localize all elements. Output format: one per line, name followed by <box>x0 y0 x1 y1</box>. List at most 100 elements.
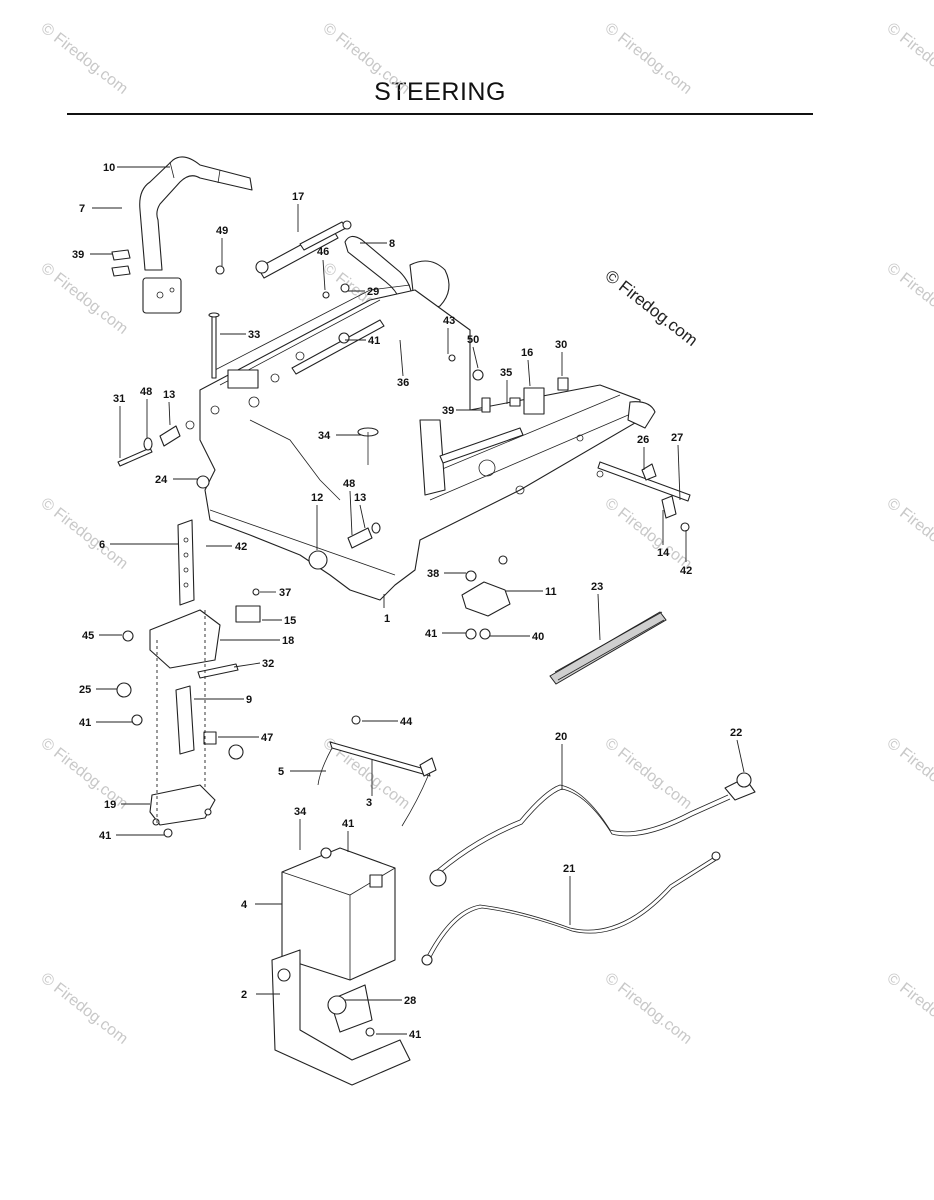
callout-label: 37 <box>279 587 291 599</box>
page-title: STEERING <box>374 78 506 106</box>
callout-label: 2 <box>241 989 247 1001</box>
callout-label: 40 <box>532 631 544 643</box>
callout-label: 42 <box>235 541 247 553</box>
callout-label: 50 <box>467 334 479 346</box>
cable-21 <box>421 851 721 966</box>
callout-label: 49 <box>216 225 228 237</box>
cable-20 <box>429 772 756 887</box>
callout-label: 47 <box>261 732 273 744</box>
leader-lines <box>90 166 745 1035</box>
callout-label: 27 <box>671 432 683 444</box>
callout-label: 42 <box>680 565 692 577</box>
watermark-text: © Firedog.com <box>38 735 131 813</box>
callout-label: 38 <box>427 568 439 580</box>
tie-rods <box>291 319 691 502</box>
callout-label: 41 <box>409 1029 421 1041</box>
callout-label: 34 <box>318 430 331 442</box>
callout-label: 48 <box>343 478 355 490</box>
callout-label: 41 <box>99 830 111 842</box>
callout-label: 14 <box>657 547 670 559</box>
callout-label: 35 <box>500 367 512 379</box>
watermark-text: © Firedog.com <box>320 20 413 98</box>
callout-label: 20 <box>555 731 567 743</box>
callout-label: 32 <box>262 658 274 670</box>
callout-label: 24 <box>155 474 168 486</box>
callout-label: 30 <box>555 339 567 351</box>
callout-label: 34 <box>294 806 307 818</box>
callout-label: 23 <box>591 581 603 593</box>
watermark-text: © Firedog.com <box>884 20 934 98</box>
watermark-text: © Firedog.com <box>602 20 695 98</box>
center-watermark: © Firedog.com <box>602 266 702 350</box>
battery-tray-2 <box>271 949 411 1086</box>
leader-line <box>736 739 745 773</box>
damper-17 <box>215 220 352 279</box>
callout-label: 45 <box>82 630 94 642</box>
watermark-text: © Firedog.com <box>884 260 934 338</box>
bracket-11 <box>461 555 511 640</box>
callout-label: 41 <box>368 335 380 347</box>
adjuster-assembly <box>116 519 261 838</box>
watermark-text: © Firedog.com <box>602 495 695 573</box>
callout-label: 44 <box>400 716 413 728</box>
seat-lever <box>317 715 437 827</box>
leader-line <box>677 444 681 501</box>
callout-label: 43 <box>443 315 455 327</box>
watermark-text: © Firedog.com <box>884 970 934 1048</box>
callout-label: 22 <box>730 727 742 739</box>
watermark-text: © Firedog.com <box>602 735 695 813</box>
callout-label: 17 <box>292 191 304 203</box>
leader-line <box>527 359 531 387</box>
callout-label: 5 <box>278 766 284 778</box>
callout-label: 26 <box>637 434 649 446</box>
callout-label: 33 <box>248 329 260 341</box>
callout-label: 12 <box>311 492 323 504</box>
callout-label: 13 <box>354 492 366 504</box>
leader-line <box>233 662 261 668</box>
brush-strip-23 <box>549 611 667 685</box>
callout-label: 10 <box>103 162 115 174</box>
leader-line <box>597 593 601 641</box>
callout-label: 31 <box>113 393 125 405</box>
callout-label: 18 <box>282 635 294 647</box>
callout-label: 16 <box>521 347 533 359</box>
callout-label: 4 <box>241 899 248 911</box>
watermark-text: © Firedog.com <box>884 735 934 813</box>
callout-label: 11 <box>545 586 557 598</box>
leader-line <box>399 339 404 377</box>
callout-label: 48 <box>140 386 152 398</box>
watermark-text: © Firedog.com <box>602 970 695 1048</box>
leader-line <box>472 346 479 369</box>
callout-label: 19 <box>104 799 116 811</box>
leader-line <box>322 259 326 291</box>
callout-label: 15 <box>284 615 296 627</box>
watermark-text: © Firedog.com <box>38 20 131 98</box>
callout-label: 21 <box>563 863 575 875</box>
callout-label: 41 <box>342 818 354 830</box>
callout-label: 25 <box>79 684 91 696</box>
callout-label: 41 <box>425 628 437 640</box>
watermark-text: © Firedog.com <box>884 495 934 573</box>
callout-label: 46 <box>317 246 329 258</box>
callout-label: 9 <box>246 694 252 706</box>
callout-label: 39 <box>442 405 454 417</box>
leader-line <box>359 504 366 529</box>
leader-line <box>168 401 171 426</box>
steering-handle-left <box>111 156 253 314</box>
small-hardware <box>117 283 690 570</box>
watermark-text: © Firedog.com <box>38 970 131 1048</box>
callout-label: 29 <box>367 286 379 298</box>
title-rule <box>67 113 813 115</box>
callout-label: 3 <box>366 797 372 809</box>
callout-label: 8 <box>389 238 395 250</box>
callout-label: 13 <box>163 389 175 401</box>
callout-label: 41 <box>79 717 91 729</box>
callout-label: 7 <box>79 203 85 215</box>
callout-label: 28 <box>404 995 416 1007</box>
watermark-text: © Firedog.com <box>38 495 131 573</box>
callout-label: 1 <box>384 613 390 625</box>
callout-label: 39 <box>72 249 84 261</box>
callout-label: 36 <box>397 377 409 389</box>
callout-label: 6 <box>99 539 105 551</box>
